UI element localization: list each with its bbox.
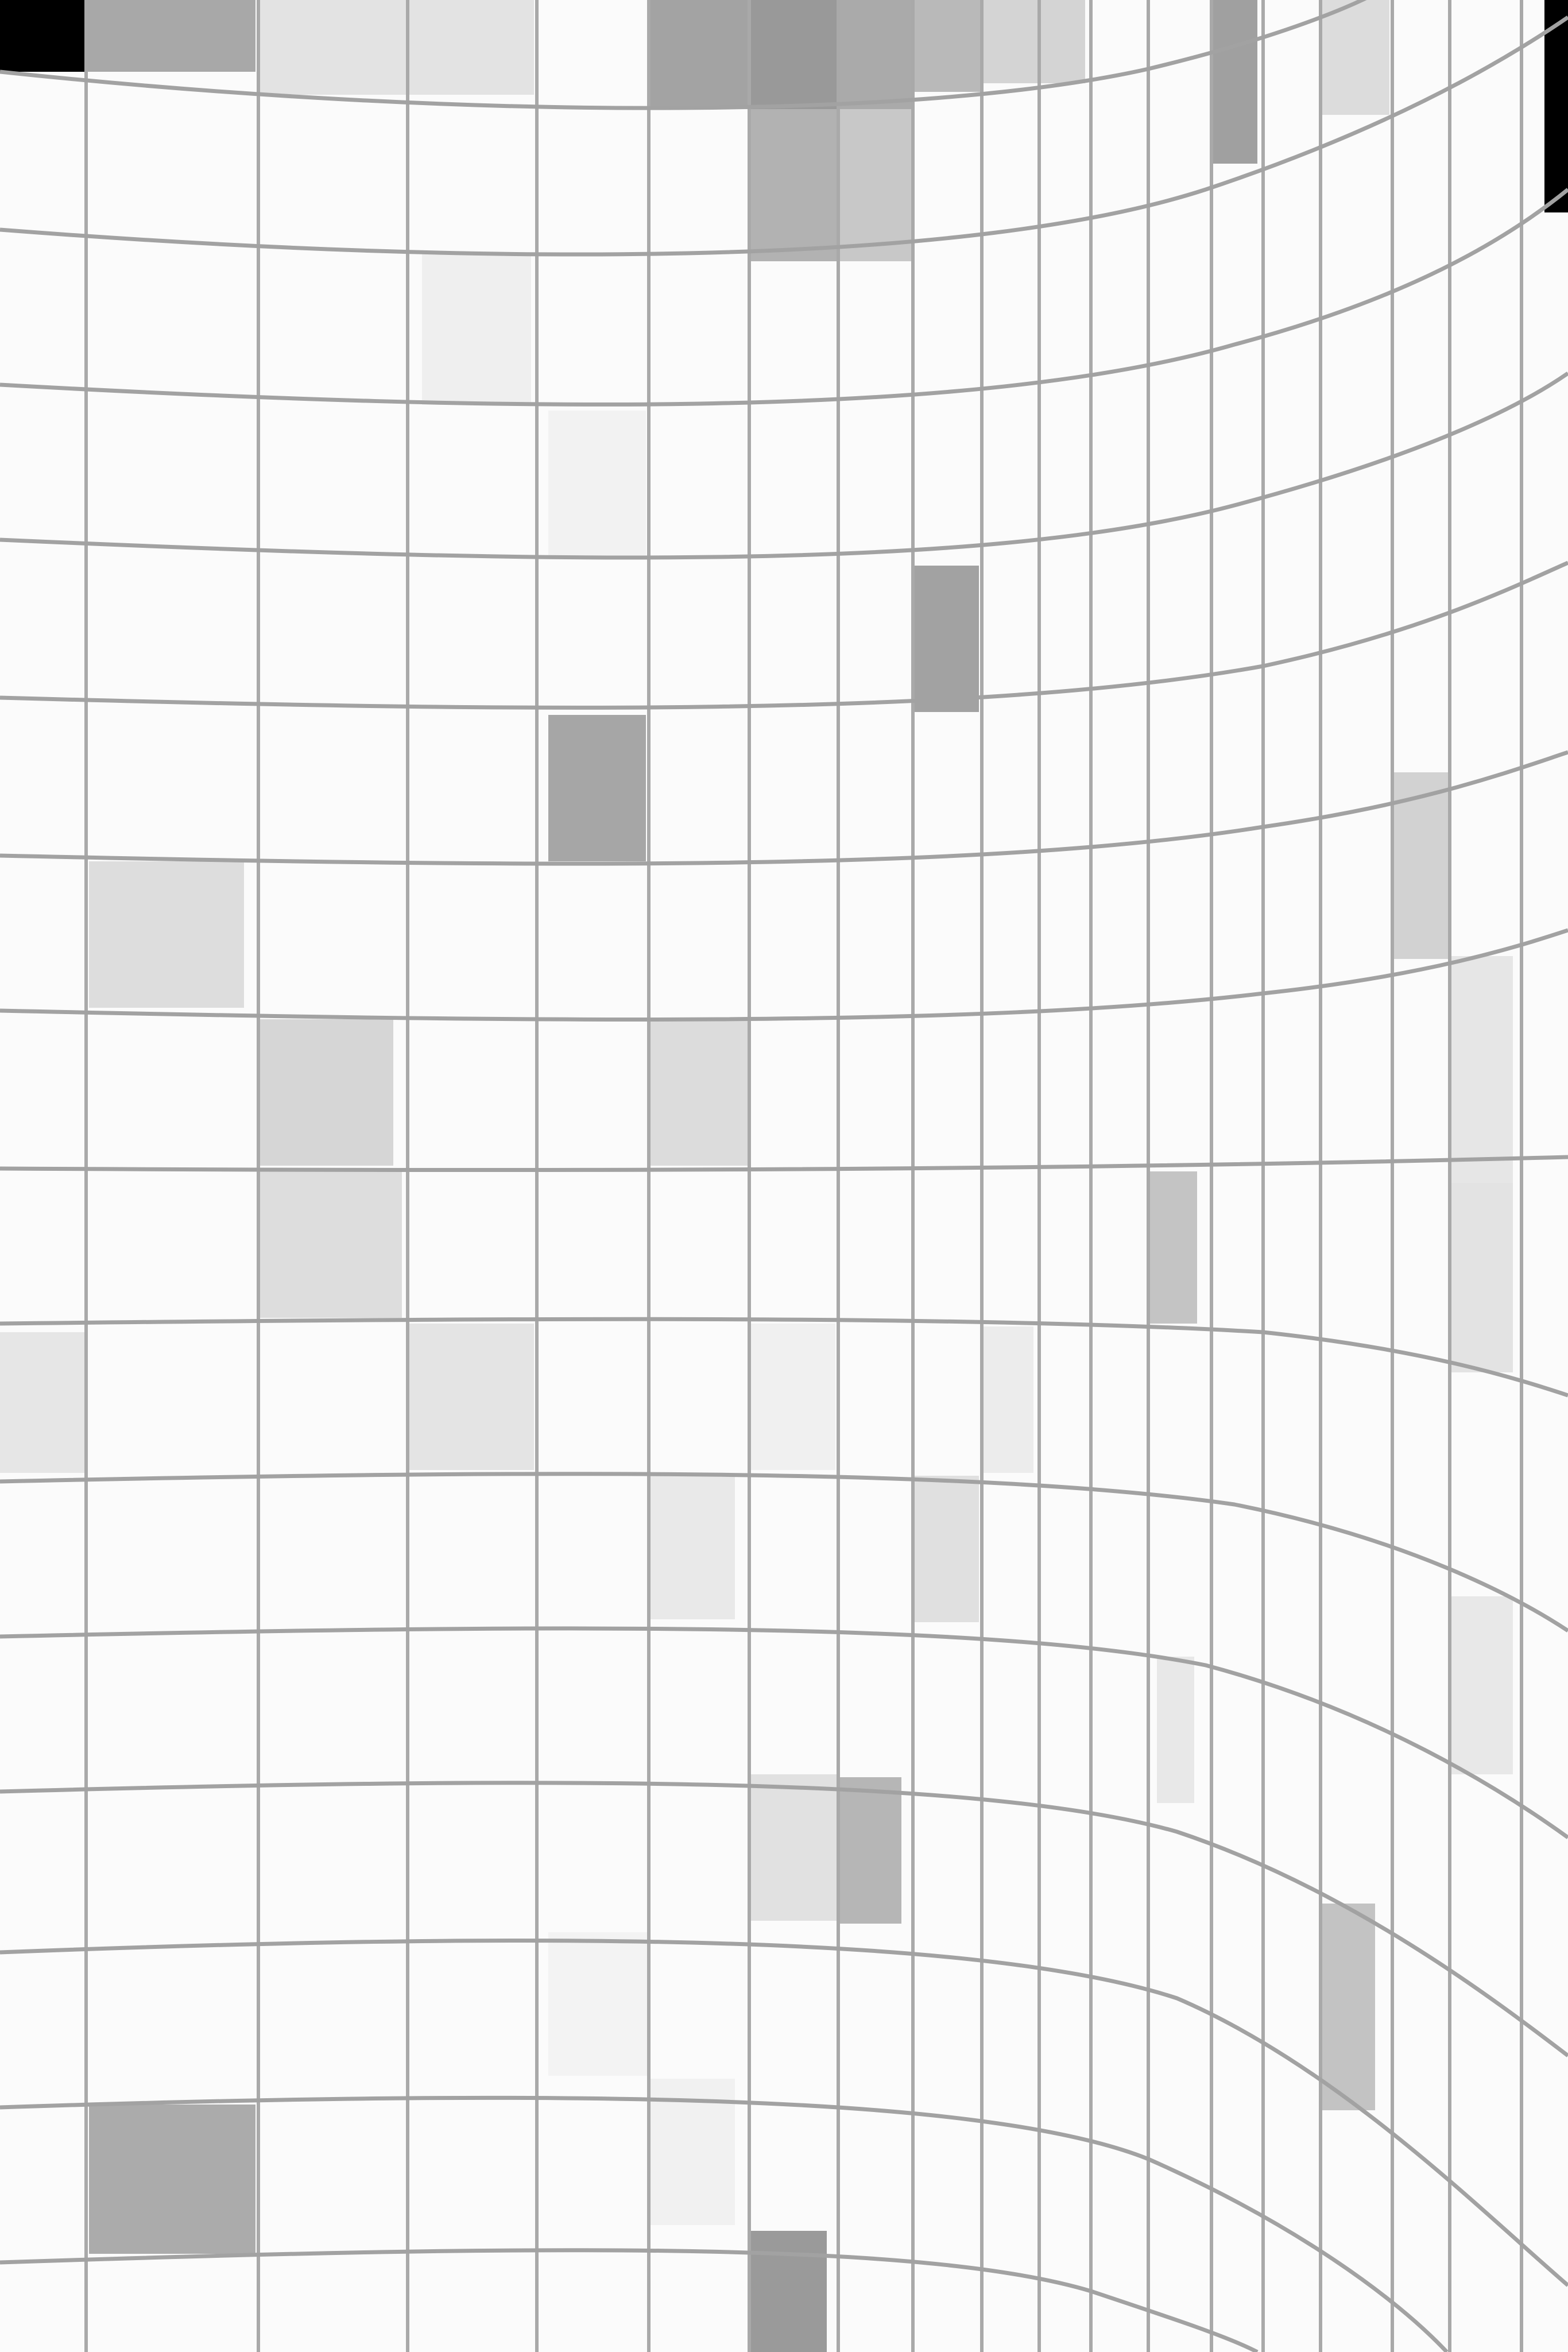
glass-panel: [749, 1774, 838, 1921]
glass-panel: [86, 0, 255, 72]
glass-panel: [258, 1019, 393, 1166]
glass-panel: [258, 1171, 402, 1318]
glass-panel: [548, 715, 646, 861]
horizontal-mullion: [0, 372, 1568, 560]
glass-panel: [838, 1777, 901, 1924]
glass-panel: [1450, 1596, 1513, 1774]
horizontal-mullion: [0, 1626, 1568, 1839]
glass-panel: [649, 1476, 735, 1619]
glass-panel: [838, 0, 913, 109]
glass-panel: [749, 0, 838, 109]
glass-panel: [0, 1332, 86, 1473]
glass-panel: [89, 2105, 255, 2254]
glass-panel: [258, 0, 534, 95]
horizontal-mullion: [0, 2248, 1259, 2352]
glass-panel: [913, 0, 982, 92]
glass-panel: [408, 1324, 534, 1470]
glass-panel: [913, 1476, 979, 1622]
horizontal-mullion: [0, 0, 1367, 110]
glass-panel: [749, 1324, 835, 1470]
glass-panel: [982, 0, 1085, 83]
horizontal-mullion: [0, 560, 1568, 710]
glass-panel: [649, 0, 749, 109]
horizontal-mullion: [0, 750, 1568, 866]
glass-panel: [1321, 0, 1389, 115]
glass-panel: [913, 566, 979, 712]
glass-panel: [982, 1326, 1033, 1473]
horizontal-mullion: [0, 928, 1568, 1022]
glass-panel: [548, 1932, 649, 2076]
glass-panel: [1450, 1183, 1513, 1372]
glass-panel: [649, 1019, 749, 1166]
glass-panel: [548, 411, 646, 557]
horizontal-mullion: [0, 1472, 1568, 1633]
dark-corner: [0, 0, 86, 72]
glass-panel: [1392, 772, 1450, 959]
glass-panel: [1321, 1904, 1375, 2110]
dark-corner: [1544, 0, 1568, 212]
horizontal-mullion: [0, 16, 1568, 257]
glass-panel: [749, 2231, 827, 2352]
horizontal-mullion: [0, 1781, 1568, 2057]
horizontal-mullion: [0, 1939, 1568, 2287]
glass-panel: [1157, 1657, 1194, 1803]
glass-panel: [422, 253, 531, 405]
horizontal-mullion: [0, 1317, 1568, 1398]
glass-panel: [1450, 956, 1513, 1186]
horizontal-mullion: [0, 188, 1568, 407]
glass-panel: [1211, 0, 1257, 164]
glass-panel: [89, 861, 244, 1008]
horizontal-mullion: [0, 2095, 1449, 2352]
glass-panel: [749, 109, 838, 261]
glass-panel: [838, 109, 913, 261]
glass-panel: [1148, 1171, 1197, 1324]
vertical-mullions: [84, 0, 1523, 2352]
horizontal-mullion: [0, 1155, 1568, 1173]
